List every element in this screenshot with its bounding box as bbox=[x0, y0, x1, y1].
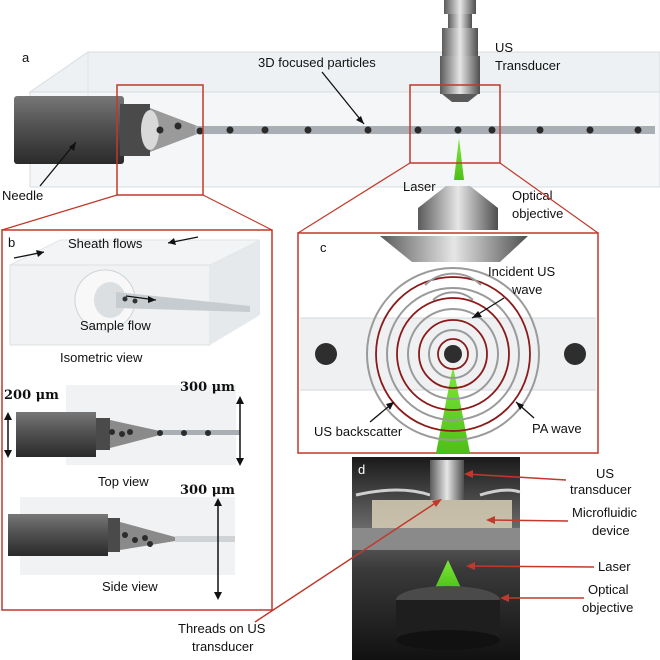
needle bbox=[14, 96, 200, 164]
label-threads-line1: Threads on US bbox=[178, 621, 266, 636]
particle bbox=[586, 126, 594, 134]
particle bbox=[174, 122, 182, 130]
arrow-head bbox=[148, 296, 156, 303]
top-view bbox=[16, 385, 240, 465]
panel-b-letter: b bbox=[8, 235, 15, 250]
zoom-line bbox=[499, 162, 599, 234]
label-dim-200: 200 μm bbox=[4, 388, 59, 403]
particle bbox=[156, 126, 164, 134]
objective-tip bbox=[380, 236, 528, 262]
optical-objective bbox=[418, 186, 498, 230]
photo-laser bbox=[434, 560, 462, 590]
label-us-line1: US bbox=[495, 40, 513, 55]
arrow-needle bbox=[39, 141, 77, 187]
label-top-view: Top view bbox=[98, 474, 149, 489]
label-d-us-line2: transducer bbox=[570, 482, 632, 497]
label-isometric-view: Isometric view bbox=[60, 350, 143, 365]
label-laser-a: Laser bbox=[403, 179, 436, 194]
particles bbox=[156, 122, 642, 135]
arrow-head bbox=[69, 142, 76, 151]
arrow-head bbox=[236, 396, 244, 404]
label-d-micro-line2: device bbox=[592, 523, 630, 538]
particle bbox=[261, 126, 269, 134]
arrow-head bbox=[472, 311, 482, 318]
arrow-head bbox=[36, 250, 44, 257]
pa-ring bbox=[375, 276, 531, 432]
label-needle: Needle bbox=[2, 188, 43, 203]
particle-right bbox=[564, 343, 586, 365]
pa-ring bbox=[437, 338, 469, 370]
panel-d-letter: d bbox=[358, 462, 365, 477]
label-pa-wave: PA wave bbox=[532, 421, 582, 436]
particle bbox=[634, 126, 642, 134]
particle bbox=[364, 126, 372, 134]
us-ring bbox=[428, 329, 478, 379]
label-dim-300-side: 300 μm bbox=[180, 483, 235, 498]
arrow-head bbox=[516, 402, 524, 410]
zoom-line bbox=[1, 194, 118, 231]
panel-a: a bbox=[2, 0, 660, 230]
arrow-head bbox=[356, 116, 364, 124]
label-us-backscatter: US backscatter bbox=[314, 424, 403, 439]
photo-microfluidic bbox=[372, 500, 512, 530]
particle-left bbox=[315, 343, 337, 365]
particle bbox=[488, 126, 496, 134]
panel-d-annotations: US transducer Microfluidic device Laser … bbox=[178, 466, 638, 654]
zoom-line bbox=[297, 162, 411, 234]
zoom-box-needle bbox=[116, 84, 204, 196]
arrow-head bbox=[4, 450, 12, 458]
label-d-optical-line2: objective bbox=[582, 600, 633, 615]
us-ring bbox=[386, 287, 520, 421]
arrow-head bbox=[214, 592, 222, 600]
label-dim-300-top: 300 μm bbox=[180, 380, 235, 395]
us-ring bbox=[366, 267, 540, 441]
arrow-focused-particles bbox=[321, 71, 365, 125]
pa-ring bbox=[396, 297, 510, 411]
arrow-head bbox=[386, 402, 394, 410]
label-d-micro-line1: Microfluidic bbox=[572, 505, 638, 520]
label-optical-line2: objective bbox=[512, 206, 563, 221]
pa-ring bbox=[418, 319, 488, 389]
us-ring bbox=[407, 308, 499, 400]
panel-c-letter: c bbox=[320, 240, 327, 255]
arrow-head bbox=[168, 238, 176, 245]
arrow-head bbox=[214, 498, 222, 506]
label-us-line2: Transducer bbox=[495, 58, 561, 73]
us-transducer bbox=[440, 0, 480, 102]
label-d-laser: Laser bbox=[598, 559, 631, 574]
label-incident-line1: Incident US bbox=[488, 264, 556, 279]
flow-stream bbox=[195, 126, 655, 134]
zoom-line bbox=[202, 194, 273, 231]
label-optical-line1: Optical bbox=[512, 188, 553, 203]
arrow-head bbox=[4, 412, 12, 420]
photo-transducer bbox=[430, 460, 464, 500]
particle bbox=[414, 126, 422, 134]
panel-b: b Sheath flows Sample flow Isometric vie… bbox=[1, 229, 273, 611]
particle bbox=[536, 126, 544, 134]
center-particle bbox=[444, 345, 462, 363]
particle bbox=[196, 127, 204, 135]
laser-beam bbox=[454, 138, 464, 180]
particle bbox=[304, 126, 312, 134]
label-side-view: Side view bbox=[102, 579, 158, 594]
panel-a-letter: a bbox=[22, 50, 30, 65]
panel-d: d bbox=[352, 457, 521, 660]
label-sample-flow: Sample flow bbox=[80, 318, 151, 333]
particle bbox=[226, 126, 234, 134]
panel-c: c Incident US wave US backscatter bbox=[297, 232, 599, 454]
arrow-head bbox=[236, 458, 244, 466]
label-threads-line2: transducer bbox=[192, 639, 254, 654]
label-focused-particles: 3D focused particles bbox=[258, 55, 376, 70]
label-d-optical-line1: Optical bbox=[588, 582, 629, 597]
label-incident-line2: wave bbox=[511, 282, 542, 297]
label-sheath-flows: Sheath flows bbox=[68, 236, 143, 251]
particle bbox=[454, 126, 462, 134]
side-view bbox=[8, 497, 235, 575]
zoom-box-detection bbox=[409, 84, 501, 164]
label-d-us-line1: US bbox=[596, 466, 614, 481]
wave-rings bbox=[366, 267, 540, 441]
photo-stage bbox=[352, 528, 520, 550]
